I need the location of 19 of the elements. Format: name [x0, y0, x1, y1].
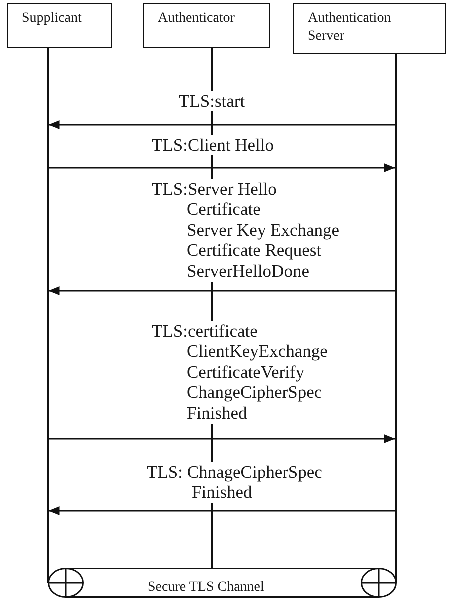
message-label: TLS:Client Hello	[152, 134, 274, 156]
channel-label: Secure TLS Channel	[148, 580, 264, 596]
message-label: TLS: ChnageCipherSpec Finished	[147, 462, 322, 503]
participant-box	[143, 3, 270, 48]
participant-box	[7, 3, 112, 48]
participant-label: Authenticator	[158, 10, 235, 28]
lifeline	[47, 48, 49, 583]
message-arrow	[48, 434, 396, 444]
message-label: TLS:start	[179, 90, 246, 112]
message-arrow	[48, 164, 396, 172]
participant-box	[293, 3, 446, 54]
message-arrow	[48, 506, 396, 516]
participant-label: Supplicant	[22, 10, 82, 28]
message-arrow	[48, 120, 396, 130]
message-label: TLS:Server Hello Certificate Server Key Exchange Certificate Request ServerHelloDone	[152, 178, 340, 282]
message-label: TLS:certificate ClientKeyExchange CertificateVerify ChangeCipherSpec Finished	[152, 320, 328, 424]
message-arrow	[48, 286, 396, 296]
lifeline	[395, 54, 397, 583]
participant-label: Authentication Server	[308, 10, 392, 46]
